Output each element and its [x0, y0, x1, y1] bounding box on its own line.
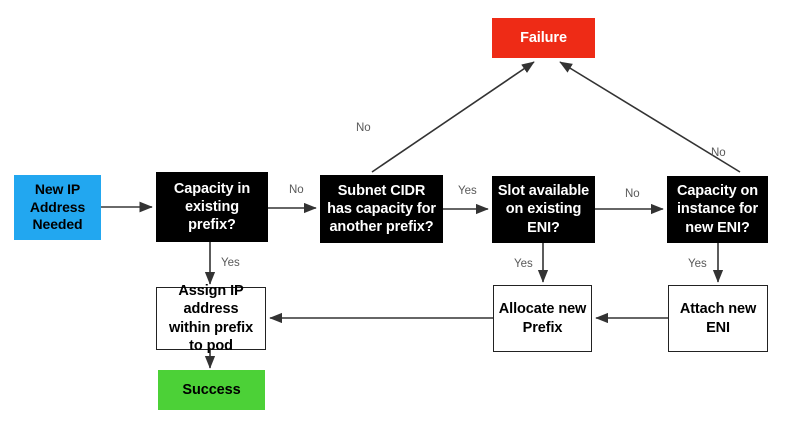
- edge-label-instance-no: No: [711, 147, 726, 159]
- node-slot-available-on-existing-eni[interactable]: Slot available on existing ENI?: [492, 176, 595, 243]
- node-subnet-cidr-capacity[interactable]: Subnet CIDR has capacity for another pre…: [320, 175, 443, 243]
- edge-label-subnet-no: No: [356, 122, 371, 134]
- edge-label-subnet-yes: Yes: [458, 185, 477, 197]
- edge-label-instance-yes: Yes: [688, 258, 707, 270]
- edge-label-capacity-no: No: [289, 184, 304, 196]
- node-assign-ip-address[interactable]: Assign IP address within prefix to pod: [156, 283, 266, 354]
- node-capacity-on-instance-for-new-eni[interactable]: Capacity on instance for new ENI?: [667, 176, 768, 243]
- edge-label-slot-yes: Yes: [514, 258, 533, 270]
- edge-subnet-no-to-failure: [371, 61, 535, 173]
- node-failure[interactable]: Failure: [492, 18, 595, 58]
- node-capacity-in-existing-prefix[interactable]: Capacity in existing prefix?: [156, 172, 268, 242]
- node-attach-new-eni[interactable]: Attach new ENI: [668, 285, 768, 352]
- node-start[interactable]: New IP Address Needed: [14, 175, 101, 240]
- edge-label-slot-no: No: [625, 188, 640, 200]
- node-allocate-new-prefix[interactable]: Allocate new Prefix: [493, 285, 592, 352]
- edge-label-capacity-yes: Yes: [221, 257, 240, 269]
- node-success[interactable]: Success: [158, 370, 265, 410]
